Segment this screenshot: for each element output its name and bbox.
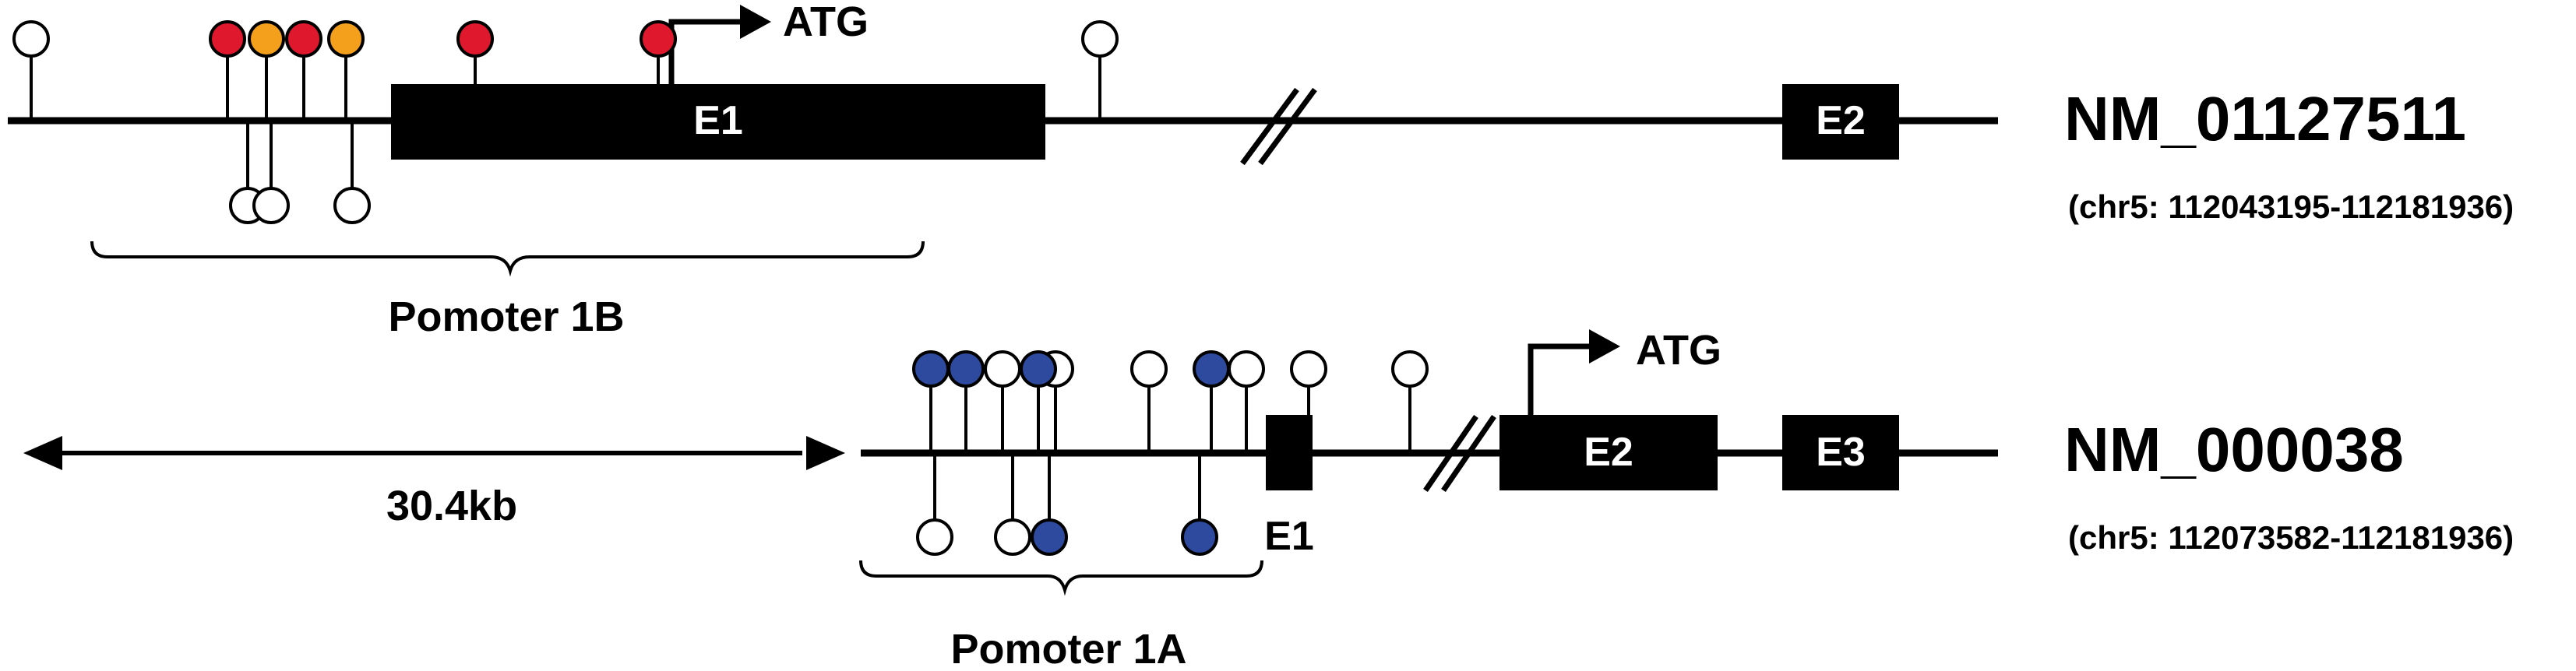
transcript-nm-000038: 30.4kb E1 E2 E3 ATG xyxy=(23,327,2514,671)
cpg-site-orange xyxy=(248,20,285,58)
atg-label: ATG xyxy=(1636,327,1721,374)
tss-arrow xyxy=(1528,343,1593,415)
break-mark xyxy=(1258,87,1317,166)
cpg-site-blue xyxy=(1193,350,1230,388)
break-mark xyxy=(1240,87,1299,166)
cpg-site-red xyxy=(209,20,246,58)
cpg-sites-above xyxy=(912,350,1429,453)
cpg-site-blue xyxy=(1031,518,1068,556)
tss-arrow xyxy=(668,18,758,84)
exon-e3-box xyxy=(1782,415,1899,490)
distance-arrowhead-right xyxy=(806,436,845,470)
break-mark xyxy=(1423,415,1478,492)
cpg-site-red xyxy=(640,20,677,58)
cpg-site-blue xyxy=(912,350,950,388)
transcript-name: NM_01127511 xyxy=(2064,84,2466,153)
cpg-site-blue xyxy=(1020,350,1057,388)
cpg-site-white xyxy=(1228,350,1265,388)
cpg-site-blue xyxy=(1181,518,1218,556)
cpg-site-white xyxy=(1081,20,1119,58)
cpg-site-white xyxy=(984,350,1021,388)
promoter-1b-label: Pomoter 1B xyxy=(388,293,624,340)
cpg-site-red xyxy=(285,20,322,58)
exon-e1-label: E1 xyxy=(693,98,743,143)
promoter-1a-bracket xyxy=(859,560,1263,596)
tss-arrowhead xyxy=(1589,329,1620,364)
cpg-site-white xyxy=(994,518,1031,556)
exon-e2-label: E2 xyxy=(1816,98,1866,143)
cpg-site-white xyxy=(12,20,50,58)
exon-e2-box xyxy=(1782,84,1899,160)
exon-e1-label: E1 xyxy=(1264,514,1314,559)
cpg-site-white xyxy=(916,518,953,556)
cpg-site-white xyxy=(1391,350,1429,388)
distance-label: 30.4kb xyxy=(386,483,517,529)
exon-e3-label: E3 xyxy=(1816,430,1866,475)
cpg-site-white xyxy=(1290,350,1327,388)
cpg-sites-below xyxy=(916,453,1218,556)
cpg-site-blue xyxy=(947,350,985,388)
transcript-coords: (chr5: 112043195-112181936) xyxy=(2068,188,2514,225)
exon-e1-box xyxy=(391,84,1045,160)
promoter-1a-label: Pomoter 1A xyxy=(950,626,1186,671)
tss-arrowhead xyxy=(740,5,771,39)
cpg-sites-below xyxy=(229,121,371,224)
exon-e2-label: E2 xyxy=(1584,430,1633,475)
exon-e1-box xyxy=(1266,415,1313,490)
cpg-site-white xyxy=(333,187,371,224)
cpg-site-orange xyxy=(327,20,365,58)
exon-e2-box xyxy=(1499,415,1718,490)
cpg-site-white xyxy=(252,187,290,224)
transcript-nm-01127511: E1 E2 ATG xyxy=(8,0,2514,340)
cpg-site-white xyxy=(1130,350,1168,388)
atg-label: ATG xyxy=(783,0,869,45)
cpg-sites-above xyxy=(12,20,1119,121)
cpg-site-red xyxy=(456,20,494,58)
break-mark xyxy=(1441,415,1496,492)
transcript-coords: (chr5: 112073582-112181936) xyxy=(2068,519,2514,556)
promoter-1b-bracket xyxy=(90,241,925,277)
distance-arrowhead-left xyxy=(23,436,62,470)
transcript-name: NM_000038 xyxy=(2064,415,2404,484)
